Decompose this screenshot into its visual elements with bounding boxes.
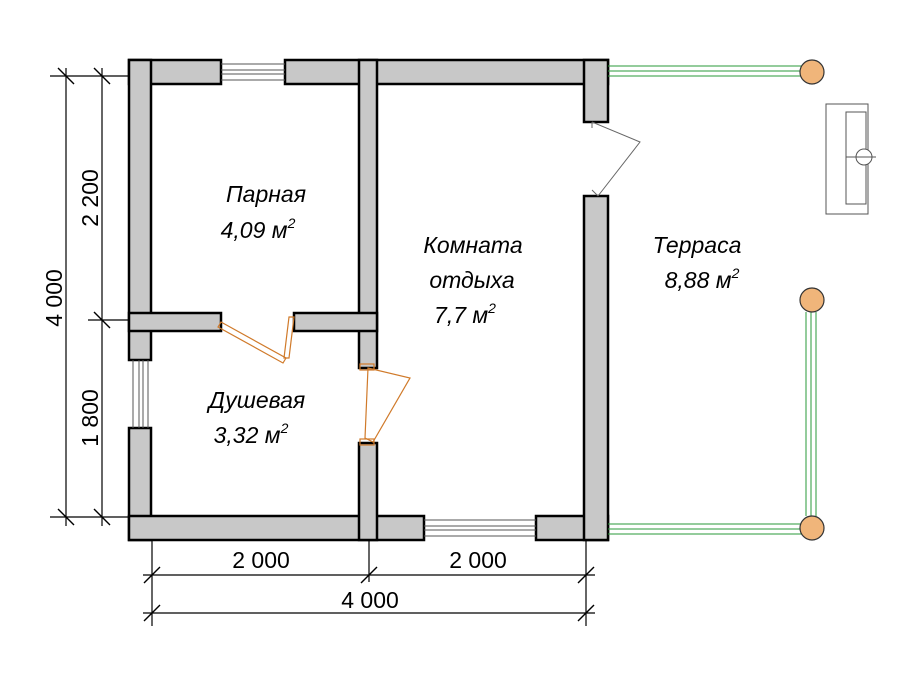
door-steam-room (217, 316, 295, 364)
dim-left-total: 4 000 (41, 269, 67, 327)
wall-top-right (283, 58, 610, 86)
dim-left-bottom: 1 800 (77, 389, 103, 447)
dim-left-top: 2 200 (77, 169, 103, 227)
railing (608, 65, 817, 535)
dimension-bottom: 2 000 2 000 4 000 (143, 540, 595, 626)
wall-horizontal-right (292, 311, 379, 333)
room-terrace-area: 8,88 м2 (665, 265, 740, 293)
room-rest-name-line1: Комната (423, 232, 522, 258)
wall-right-lower (582, 194, 610, 542)
bbq-grill-icon (825, 103, 876, 215)
dim-bottom-right: 2 000 (449, 547, 507, 573)
terrace-post-bottom (799, 515, 825, 541)
dim-bottom-left: 2 000 (232, 547, 290, 573)
room-shower-name: Душевая (206, 387, 305, 413)
dimension-left: 4 000 2 200 1 800 (41, 67, 129, 526)
doors (217, 121, 641, 446)
room-terrace-name: Терраса (653, 232, 742, 258)
window-left (132, 360, 149, 428)
wall-horizontal-left (127, 311, 223, 333)
interior-walls (127, 58, 379, 542)
wall-bottom-left (127, 514, 426, 542)
window-bottom (424, 519, 536, 537)
terrace (608, 59, 876, 541)
window-top (221, 63, 285, 81)
room-steam-name: Парная (226, 181, 306, 207)
wall-partition-lower (357, 441, 379, 542)
windows (132, 63, 536, 537)
room-labels: Парная 4,09 м2 Душевая 3,32 м2 Комната о… (206, 181, 742, 448)
room-shower-area: 3,32 м2 (214, 420, 289, 448)
room-rest-name-line2: отдыха (429, 267, 514, 293)
dim-bottom-total: 4 000 (341, 587, 399, 613)
room-rest-area: 7,7 м2 (434, 300, 496, 328)
door-terrace (591, 121, 641, 197)
door-shower (359, 363, 411, 446)
room-steam-area: 4,09 м2 (221, 215, 296, 243)
wall-right-upper (582, 58, 610, 124)
wall-left-upper (127, 58, 153, 362)
terrace-post-middle (799, 287, 825, 313)
terrace-post-top (799, 59, 825, 85)
